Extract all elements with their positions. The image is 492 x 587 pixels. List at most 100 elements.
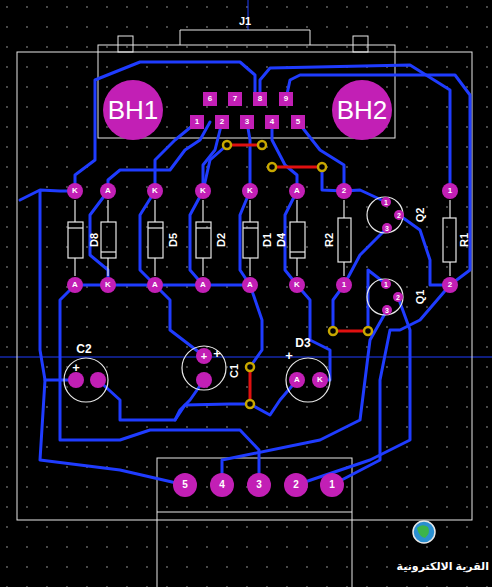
solder-pad [381, 197, 391, 207]
solder-pad [393, 292, 403, 302]
solder-pad [394, 210, 404, 220]
solder-pad [247, 473, 271, 497]
pin-number: 7 [233, 95, 237, 103]
part-name: D1 [262, 233, 273, 247]
solder-pad [336, 277, 352, 293]
pin-name: A [247, 281, 253, 289]
board-outline [17, 52, 472, 520]
solder-pad [289, 183, 305, 199]
solder-pad [442, 277, 458, 293]
cursor-line [0, 357, 492, 358]
pin-number: 9 [284, 95, 288, 103]
solder-pad [173, 473, 197, 497]
solder-pad [442, 183, 458, 199]
logo-globe [413, 521, 435, 543]
part-name: C2 [76, 343, 91, 355]
pin-number: 2 [342, 187, 346, 195]
pin-name: K [200, 187, 206, 195]
solder-pad [147, 277, 163, 293]
solder-pad [279, 92, 293, 106]
pin-number: 3 [385, 307, 389, 314]
solder-pad [100, 277, 116, 293]
pin-number: 5 [182, 480, 188, 490]
pin-name: K [247, 187, 253, 195]
solder-pad [381, 279, 391, 289]
solder-pad [289, 277, 305, 293]
pin-number: 1 [448, 187, 452, 195]
solder-pad [215, 115, 229, 129]
pin-number: 5 [296, 118, 300, 126]
part-name: C1 [229, 364, 240, 378]
solder-pad [100, 183, 116, 199]
part-name: Q2 [415, 208, 426, 223]
pin-name: K [317, 376, 323, 384]
pin-name: A [72, 281, 78, 289]
pin-number: 1 [384, 199, 388, 206]
solder-pad [312, 372, 328, 388]
solder-pad [291, 115, 305, 129]
pin-name: K [152, 187, 158, 195]
pin-number: 2 [397, 212, 401, 219]
pin-number: 8 [258, 95, 262, 103]
solder-pad [284, 473, 308, 497]
solder-pad [195, 183, 211, 199]
pin-number: 4 [270, 118, 274, 126]
solder-pad [203, 92, 217, 106]
pin-number: 2 [448, 281, 452, 289]
pin-name: K [72, 187, 78, 195]
solder-pad [332, 80, 392, 140]
watermark: القرية الالكترونية [397, 561, 489, 572]
solder-pad [190, 115, 204, 129]
pin-number: 1 [195, 118, 199, 126]
part-name: D3 [295, 337, 310, 349]
pin-name: K [105, 281, 111, 289]
solder-pad [382, 305, 392, 315]
pin-name: A [200, 281, 206, 289]
part-name: BH2 [337, 97, 388, 123]
solder-pad [336, 183, 352, 199]
solder-pad [382, 223, 392, 233]
pin-number: 3 [385, 225, 389, 232]
pin-name: A [152, 281, 158, 289]
solder-pad [242, 277, 258, 293]
jumper-wire [223, 141, 372, 408]
part-name: R1 [459, 233, 470, 247]
part-name: D8 [89, 233, 100, 247]
polarity-mark: + [72, 361, 80, 374]
solder-pad [289, 372, 305, 388]
pin-number: 1 [384, 281, 388, 288]
part-name: J1 [239, 16, 251, 27]
part-name: Q1 [415, 290, 426, 305]
pin-number: 3 [245, 118, 249, 126]
polarity-mark: + [213, 347, 221, 360]
pin-name: A [294, 187, 300, 195]
pin-number: 1 [329, 480, 335, 490]
solder-pad [240, 115, 254, 129]
pin-number: 3 [256, 480, 262, 490]
solder-pad [320, 473, 344, 497]
solder-pad [228, 92, 242, 106]
part-name: D4 [276, 233, 287, 247]
part-name: D5 [168, 233, 179, 247]
component-outline [64, 197, 456, 402]
pin-number: 2 [293, 480, 299, 490]
solder-pad [210, 473, 234, 497]
connector-outline [98, 30, 395, 587]
pin-number: 4 [219, 480, 225, 490]
pin-name: A [294, 376, 300, 384]
solder-pad [242, 183, 258, 199]
part-name: R2 [324, 233, 335, 247]
pin-number: 1 [342, 281, 346, 289]
solder-pad [195, 277, 211, 293]
copper-trace [20, 62, 470, 485]
solder-pad [147, 183, 163, 199]
part-name: BH1 [108, 97, 159, 123]
polarity-mark: + [201, 351, 207, 362]
polarity-mark: + [285, 349, 293, 362]
solder-pad [253, 92, 267, 106]
pin-number: 6 [208, 95, 212, 103]
part-name: D2 [216, 233, 227, 247]
